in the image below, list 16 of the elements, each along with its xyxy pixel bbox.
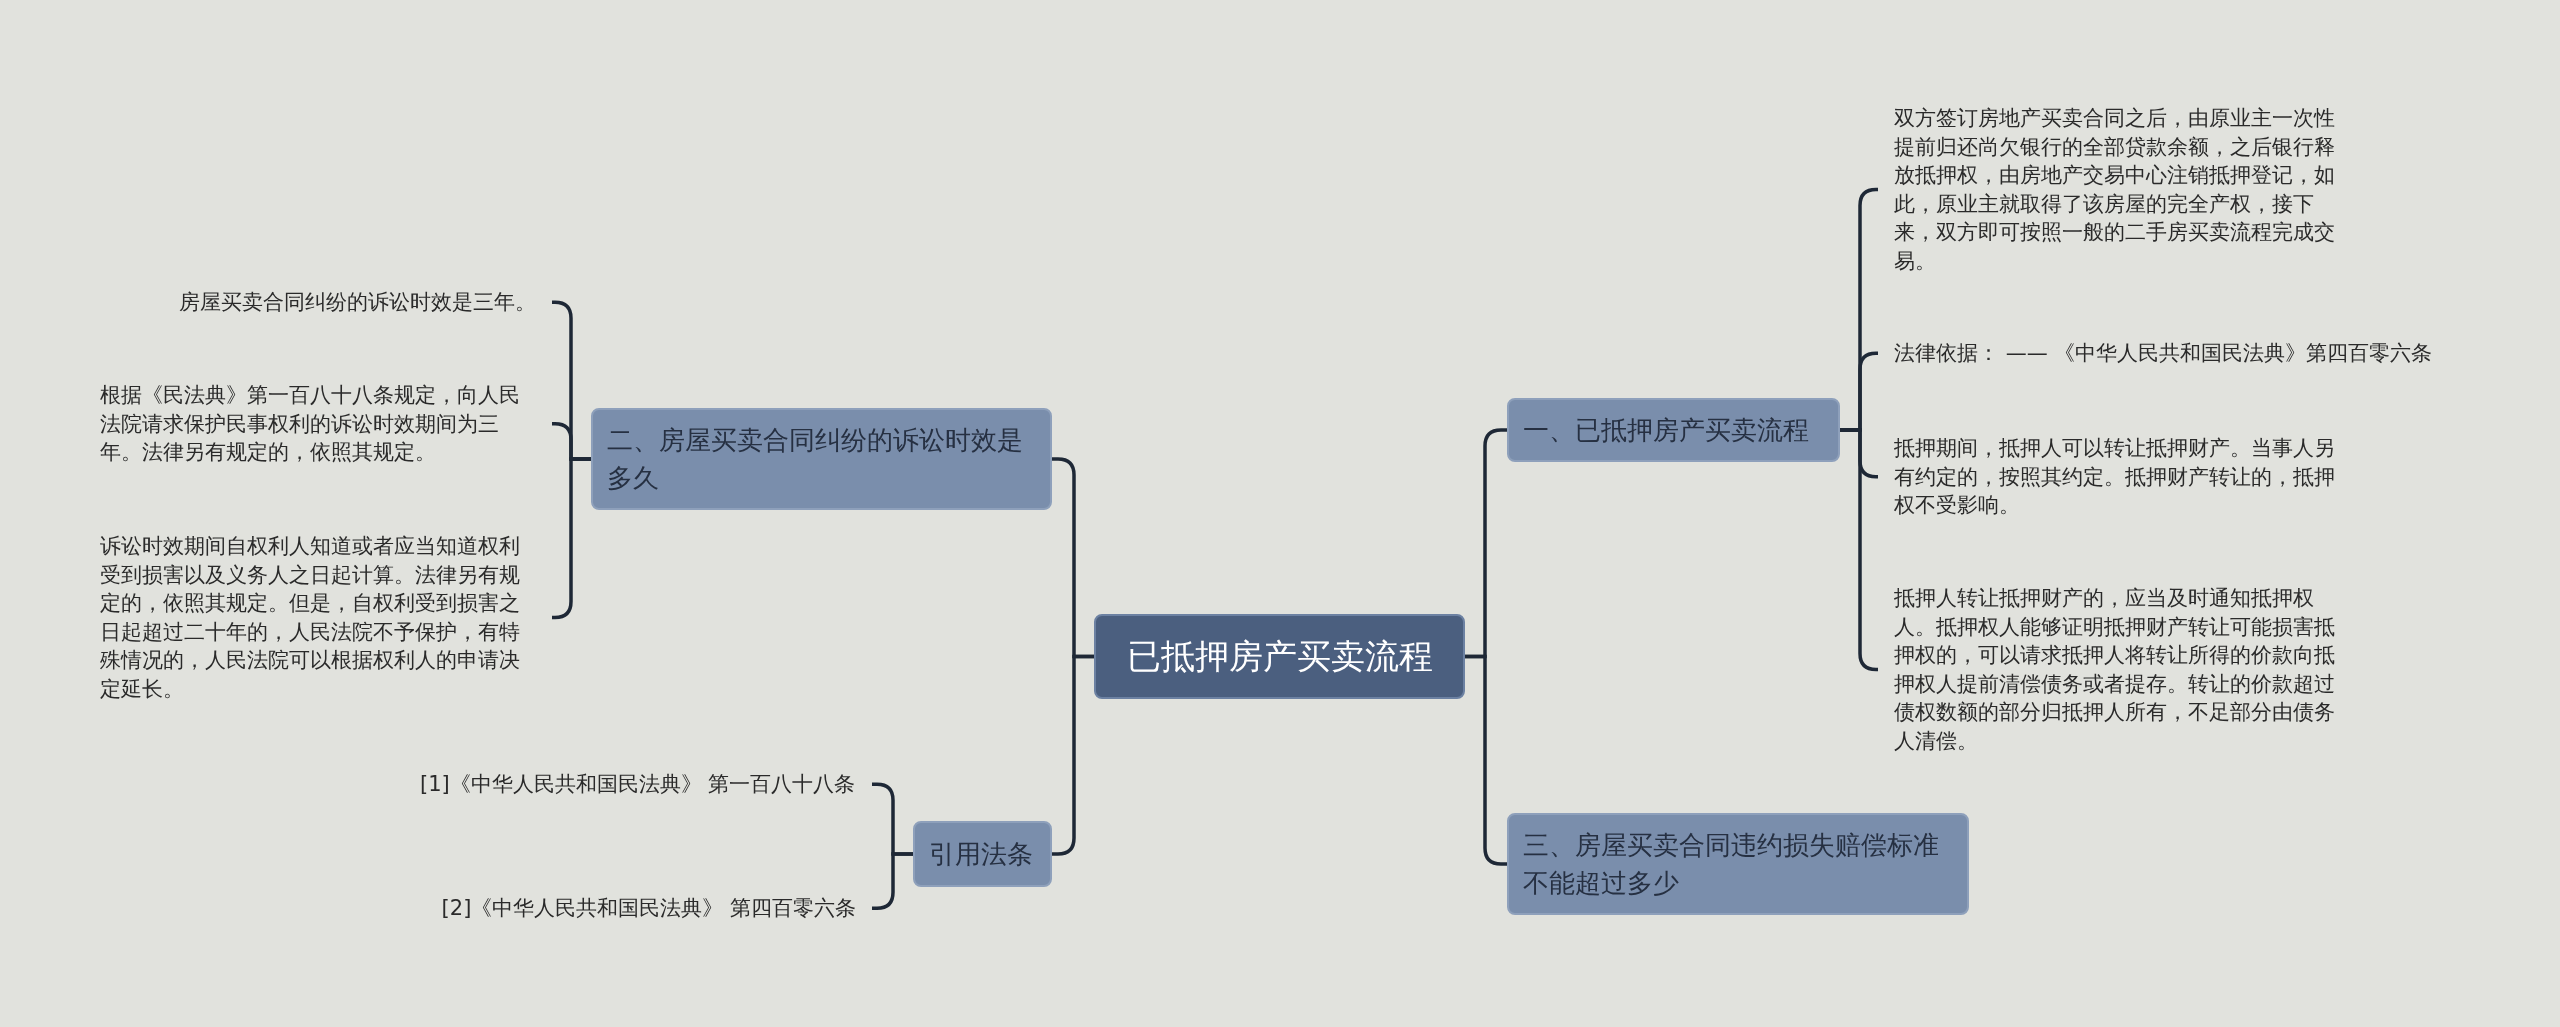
note-text: [2]《中华人民共和国民法典》 第四百零六条 (420, 894, 872, 923)
topic-box: 二、房屋买卖合同纠纷的诉讼时效是多久 (591, 408, 1052, 510)
note-text: 根据《民法典》第一百八十八条规定，向人民法院请求保护民事权利的诉讼时效期间为三年。法律另有规定的，依照其规定。 (100, 381, 552, 467)
note-text: [1]《中华人民共和国民法典》 第一百八十八条 (420, 770, 872, 799)
note-text: 法律依据： —— 《中华人民共和国民法典》第四百零六条 (1878, 339, 2518, 368)
connector-line (1465, 654, 1507, 866)
topic-box: 引用法条 (913, 821, 1052, 887)
note-text: 抵押人转让抵押财产的，应当及时通知抵押权人。抵押权人能够证明抵押财产转让可能损害抵押权的，可以请求抵押人将转让所得的价款向抵押权人提前清偿债务或者提存。转让的价款超过债权数额的部分归抵押人所有，不足部分由债务人清偿。 (1878, 584, 2338, 755)
topic-box: 三、房屋买卖合同违约损失赔偿标准不能超过多少 (1507, 813, 1969, 915)
central-topic-box: 已抵押房产买卖流程 (1094, 614, 1465, 699)
connector-line (1052, 654, 1094, 856)
note-text: 诉讼时效期间自权利人知道或者应当知道权利受到损害以及义务人之日起计算。法律另有规定的，依照其规定。但是，自权利受到损害之日起超过二十年的，人民法院不予保护，有特殊情况的，人民法院可以根据权利人的申请决定延长。 (100, 532, 552, 703)
topic-box: 一、已抵押房产买卖流程 (1507, 398, 1840, 462)
note-text: 抵押期间，抵押人可以转让抵押财产。当事人另有约定的，按照其约定。抵押财产转让的，抵押权不受影响。 (1878, 434, 2338, 520)
note-text: 双方签订房地产买卖合同之后，由原业主一次性提前归还尚欠银行的全部贷款余额，之后银行释放抵押权，由房地产交易中心注销抵押登记，如此，原业主就取得了该房屋的完全产权，接下来，双方即可按照一般的二手房买卖流程完成交易。 (1878, 104, 2338, 275)
note-text: 房屋买卖合同纠纷的诉讼时效是三年。 (100, 288, 552, 317)
